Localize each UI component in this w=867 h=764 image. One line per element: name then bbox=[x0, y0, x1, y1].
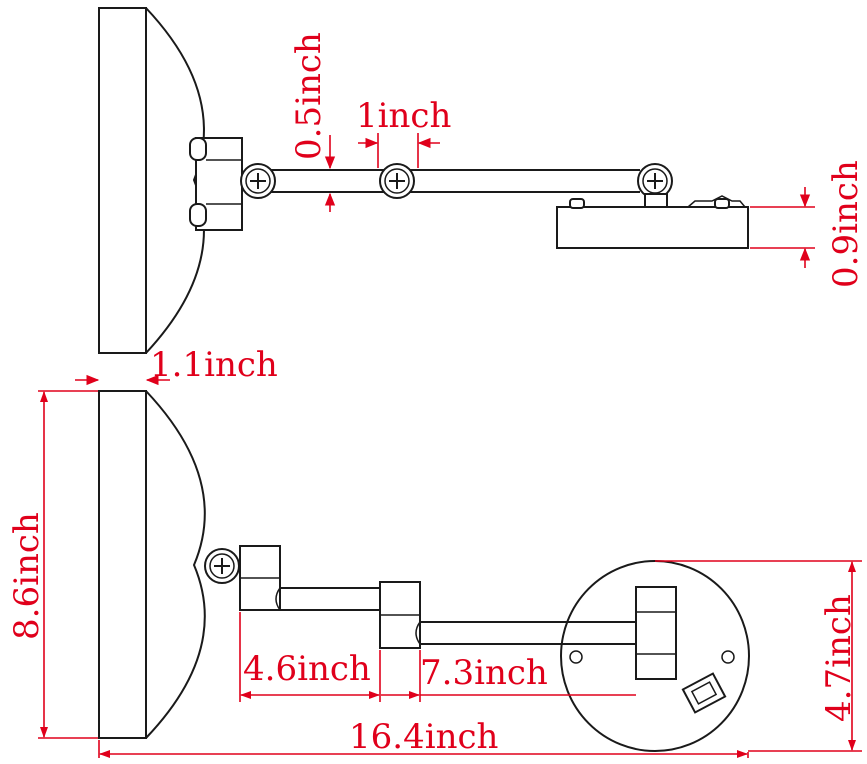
top-mirror-frame bbox=[98, 7, 147, 354]
screw-icon bbox=[204, 548, 240, 584]
dim-arm-diameter: 0.5inch bbox=[289, 32, 336, 212]
top-mirror-dome bbox=[145, 7, 205, 354]
top-base-plate bbox=[556, 206, 749, 249]
dim-total-extension: 16.4inch bbox=[98, 717, 749, 758]
dim-joint-spacing: 1inch bbox=[356, 96, 451, 168]
switch-icon bbox=[681, 672, 727, 714]
dim-base-diameter-label: 4.7inch bbox=[819, 594, 859, 722]
dim-long-arm-label: 7.3inch bbox=[420, 653, 548, 693]
bottom-mirror-dome bbox=[145, 390, 206, 739]
dim-short-arm: 4.6inch bbox=[239, 612, 381, 702]
dim-mirror-thickness-label: 1.1inch bbox=[150, 345, 278, 385]
dim-mirror-diameter-label: 8.6inch bbox=[7, 512, 47, 640]
top-view: 0.5inch 1inch 0.9inch 1.1inch bbox=[75, 7, 866, 386]
screw-icon bbox=[379, 163, 415, 199]
dim-base-thickness: 0.9inch bbox=[750, 160, 866, 288]
bottom-mirror-frame bbox=[98, 390, 147, 739]
dim-long-arm: 7.3inch bbox=[381, 650, 636, 702]
bottom-view: 8.6inch 4.6inch 7.3inch 4.7inch bbox=[7, 390, 862, 758]
dim-mirror-diameter: 8.6inch bbox=[7, 390, 98, 739]
dim-base-thickness-label: 0.9inch bbox=[826, 160, 866, 288]
dim-base-diameter: 4.7inch bbox=[655, 560, 862, 752]
dim-mirror-thickness: 1.1inch bbox=[75, 345, 278, 386]
dim-joint-spacing-label: 1inch bbox=[356, 96, 451, 136]
screw-icon bbox=[637, 163, 673, 199]
dim-arm-diameter-label: 0.5inch bbox=[289, 32, 329, 160]
dim-total-extension-label: 16.4inch bbox=[349, 717, 498, 757]
dim-short-arm-label: 4.6inch bbox=[243, 649, 371, 689]
screw-icon bbox=[240, 163, 276, 199]
